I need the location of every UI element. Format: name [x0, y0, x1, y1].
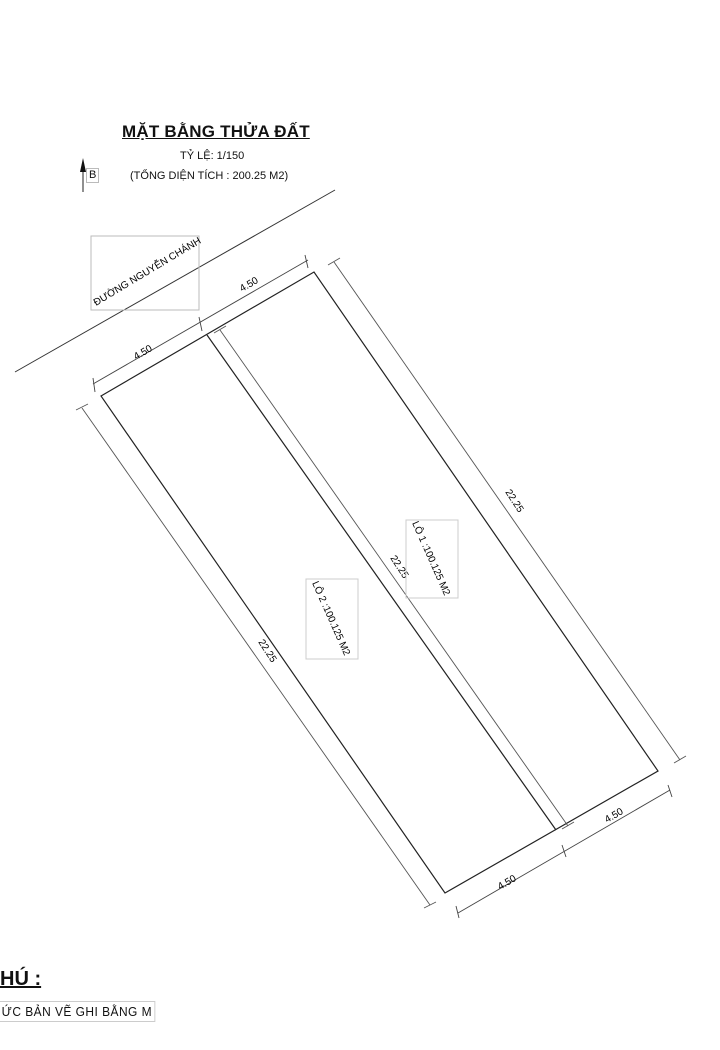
- lot1-label: LÔ 1 :100.125 M2: [409, 519, 454, 598]
- north-label: B: [86, 168, 100, 183]
- dim-front: [92, 254, 309, 393]
- lot2-label-box: [305, 578, 359, 660]
- dim-right-depth: 22.25: [502, 488, 525, 515]
- lot-divider: [206, 334, 557, 831]
- lot2-label: LÔ 2 :100.125 M2: [309, 579, 354, 658]
- total-area-label: (TỔNG DIỆN TÍCH : 200.25 M2): [130, 170, 289, 182]
- parcel-outline: [100, 271, 659, 894]
- north-arrow: B: [78, 158, 102, 194]
- dim-front-lot2: 4.50: [132, 343, 155, 362]
- north-arrow-icon: [80, 158, 86, 192]
- scale-label: TỶ LỆ: 1/150: [180, 150, 245, 162]
- road-label-box: [90, 235, 200, 311]
- dim-back-lot2: 4.50: [496, 873, 519, 892]
- dim-right: [327, 257, 687, 764]
- notes-text: ỨC BẢN VẼ GHI BẰNG M: [0, 1001, 156, 1022]
- dim-front-lot1: 4.50: [238, 275, 261, 294]
- road-line: [14, 189, 336, 373]
- notes-title: HÚ :: [0, 968, 42, 990]
- drawing-title: MẶT BẰNG THỬA ĐẤT: [122, 122, 310, 141]
- dim-left: [75, 403, 437, 909]
- dim-middle-depth: 22.25: [387, 554, 410, 581]
- dim-back: [455, 784, 673, 919]
- lot1-label-box: [405, 519, 459, 599]
- dim-middle: [213, 325, 575, 830]
